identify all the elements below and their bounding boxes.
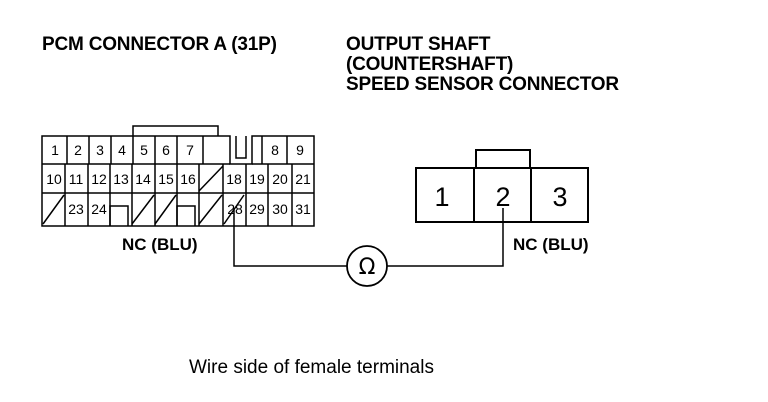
pcm-pin-label: 30 [272,201,288,217]
pcm-pin-label: 11 [69,171,84,187]
test-lead-left [233,208,347,267]
pcm-pin-label: 15 [158,171,174,187]
pcm-pin-label: 14 [135,171,151,187]
caption: Wire side of female terminals [189,357,434,378]
wire-color-label-left: NC (BLU) [122,235,198,254]
pcm-pin-label: 13 [113,171,129,187]
pcm-pin-label: 3 [96,142,104,158]
pcm-latch-tab [132,125,219,136]
ohmmeter-circuit: Ω [233,208,504,287]
test-lead-right [387,208,504,267]
pcm-pin-label: 10 [46,171,62,187]
sensor-connector-outline [415,167,589,223]
pcm-pin-label: 7 [186,142,194,158]
empty-cavity-mark [131,194,155,225]
pcm-connector: 1 2 3 4 5 6 7 8 9 10 11 12 13 14 15 16 1… [41,125,315,227]
pcm-pin-label: 5 [140,142,148,158]
pcm-pin-label: 21 [295,171,311,187]
pcm-pin-label: 9 [296,142,304,158]
pcm-pin-label: 1 [51,142,59,158]
pcm-pin-label: 29 [249,201,265,217]
empty-cavity-mark [42,194,65,225]
empty-cavity-mark [198,194,223,225]
sensor-pin-label: 3 [552,182,567,212]
empty-cavity-mark [154,194,177,225]
pcm-pin-label: 12 [91,171,107,187]
sensor-pin-2-label: 2 [495,182,510,212]
sensor-title-line2: (COUNTERSHAFT) [346,54,513,75]
pcm-pin-label: 24 [91,201,107,217]
sensor-latch-tab [475,149,531,169]
pcm-connector-title: PCM CONNECTOR A (31P) [42,34,277,55]
pcm-pin-label: 19 [249,171,265,187]
pcm-pin-28-label: 28 [227,201,243,217]
pcm-pin-label: 4 [118,142,126,158]
pcm-pin-label: 18 [226,171,242,187]
sensor-title-line1: OUTPUT SHAFT [346,34,491,55]
ohmmeter-icon [346,245,388,287]
sensor-pin-label: 1 [434,182,449,212]
pcm-pin-label: 31 [295,201,311,217]
pcm-pin-label: 2 [74,142,82,158]
pcm-pin-label: 8 [271,142,279,158]
pcm-pin-label: 16 [180,171,196,187]
ohm-symbol: Ω [359,255,376,280]
pcm-pin-label: 6 [162,142,170,158]
pcm-pin-label: 23 [68,201,84,217]
sensor-connector: 1 2 3 [415,149,589,223]
pcm-pin-label: 20 [272,171,288,187]
empty-cavity-mark [198,165,224,192]
wire-color-label-right: NC (BLU) [513,235,589,254]
sensor-title-line3: SPEED SENSOR CONNECTOR [346,74,619,95]
